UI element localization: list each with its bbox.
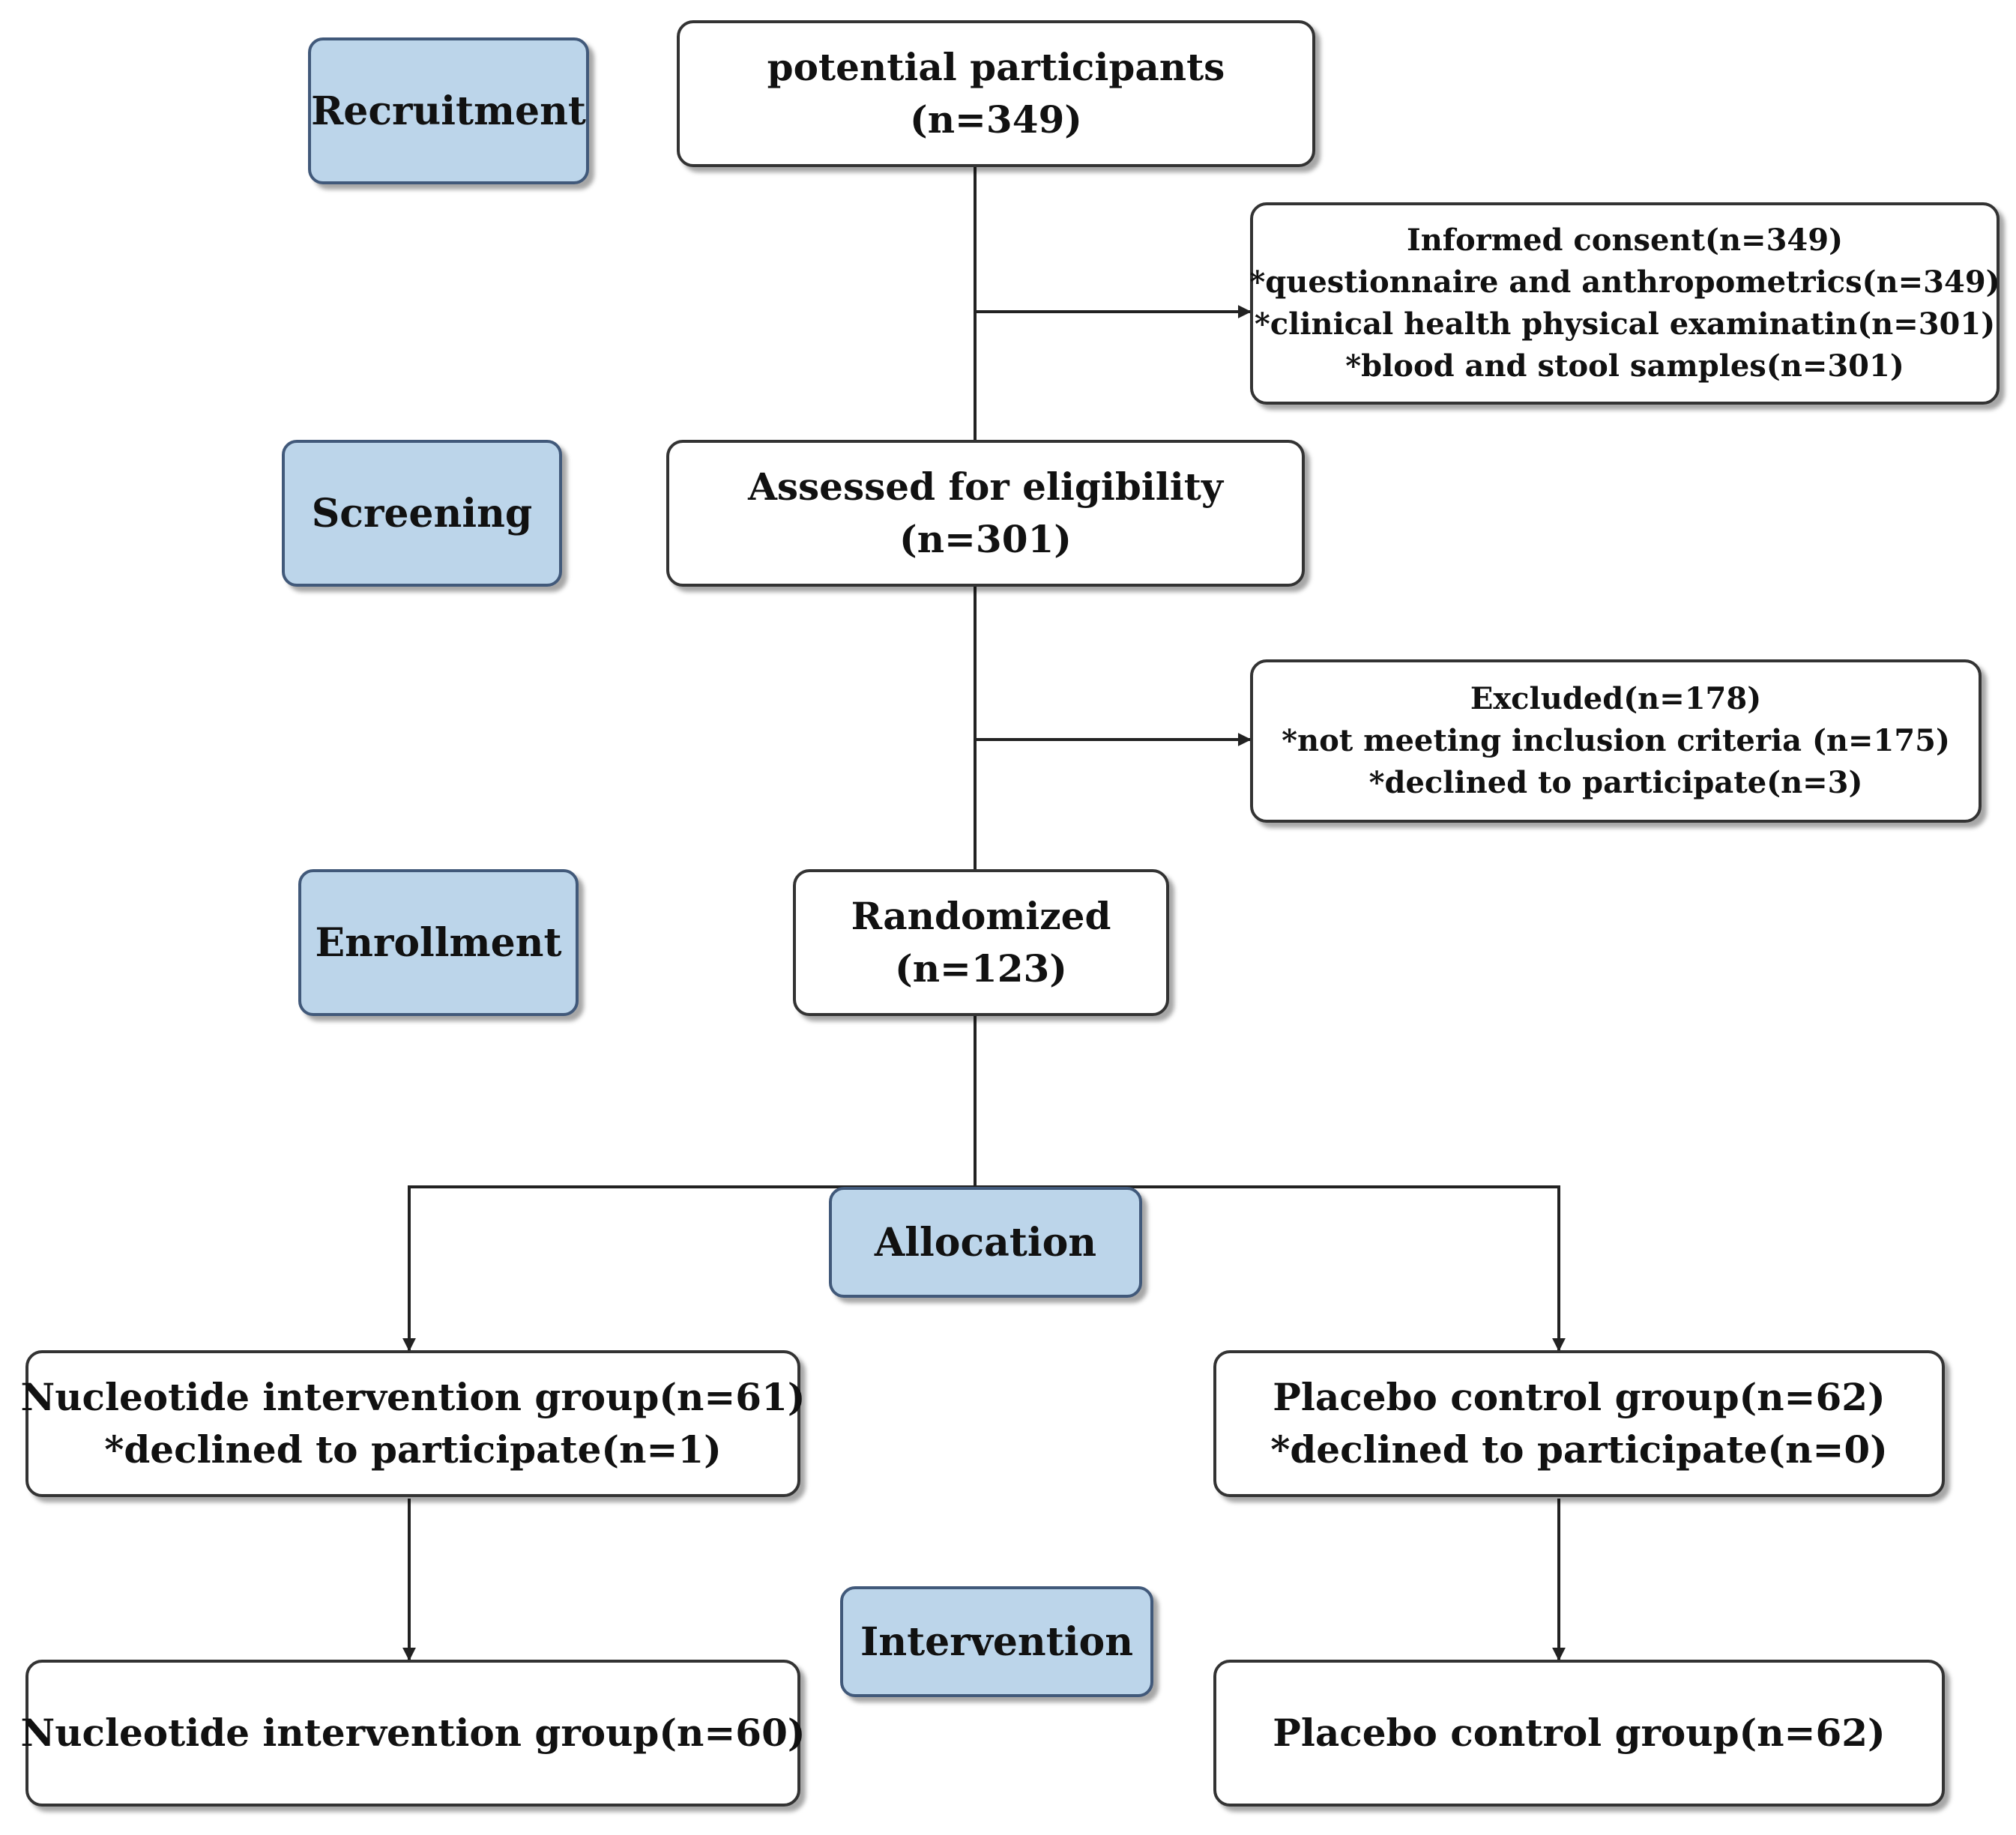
node-nucleotide-alloc-line-2: *declined to participate(n=1) [104,1427,722,1472]
node-randomized: Randomized (n=123) [793,869,1169,1016]
node-placebo-alloc-line-2: *declined to participate(n=0) [1270,1427,1888,1472]
node-excluded: Excluded(n=178) *not meeting inclusion c… [1250,659,1982,823]
allocation-branch-left [402,1185,975,1352]
node-potential-line-1: potential participants [767,45,1225,89]
node-assessed-eligibility: Assessed for eligibility (n=301) [666,440,1305,587]
node-excluded-line-3: *declined to participate(n=3) [1368,765,1863,800]
node-assessed-line-1: Assessed for eligibility [748,465,1223,509]
node-randomized-line-2: (n=123) [895,946,1067,991]
node-randomized-line-1: Randomized [851,894,1111,938]
node-placebo-final-line-1: Placebo control group(n=62) [1273,1711,1886,1755]
node-assessed-line-2: (n=301) [899,517,1072,561]
node-nucleotide-alloc-line-1: Nucleotide intervention group(n=61) [20,1375,806,1419]
node-nucleotide-final: Nucleotide intervention group(n=60) [20,1660,806,1807]
stage-allocation: Allocation [829,1187,1142,1298]
node-potential-line-2: (n=349) [910,97,1082,142]
stage-allocation-label: Allocation [874,1219,1097,1266]
stage-screening-label: Screening [311,490,533,536]
node-placebo-allocation: Placebo control group(n=62) *declined to… [1213,1350,1945,1497]
node-placebo-final: Placebo control group(n=62) [1213,1660,1945,1807]
stage-screening: Screening [282,440,562,587]
node-informed-consent: Informed consent(n=349) *questionnaire a… [1249,202,2000,405]
node-consent-line-2: *questionnaire and anthropometrics(n=349… [1249,264,2000,300]
stage-recruitment-label: Recruitment [311,88,586,134]
stage-intervention: Intervention [840,1586,1153,1697]
node-potential-participants: potential participants (n=349) [677,20,1315,167]
node-consent-line-4: *blood and stool samples(n=301) [1345,348,1904,384]
node-consent-line-1: Informed consent(n=349) [1406,223,1843,258]
stage-recruitment: Recruitment [308,37,589,184]
node-excluded-line-1: Excluded(n=178) [1470,681,1762,716]
allocation-branch-right [975,1185,1566,1352]
node-nucleotide-final-line-1: Nucleotide intervention group(n=60) [20,1711,806,1755]
stage-intervention-label: Intervention [860,1618,1133,1665]
stage-enrollment-label: Enrollment [315,919,562,966]
node-nucleotide-allocation: Nucleotide intervention group(n=61) *dec… [20,1350,806,1497]
node-placebo-alloc-line-1: Placebo control group(n=62) [1273,1375,1886,1419]
stage-enrollment: Enrollment [298,869,579,1016]
node-consent-line-3: *clinical health physical examinatin(n=3… [1254,306,1996,342]
node-excluded-line-2: *not meeting inclusion criteria (n=175) [1282,723,1950,758]
